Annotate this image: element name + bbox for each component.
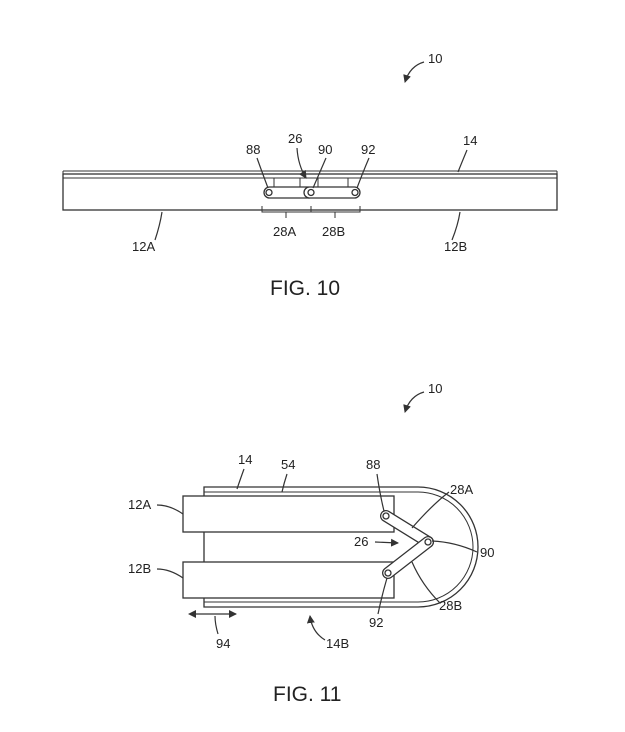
- fig10-label-12a: 12A: [132, 239, 155, 254]
- fig11-label-54: 54: [281, 457, 295, 472]
- fig11-link-28a: [380, 510, 434, 548]
- fig11-label-12b: 12B: [128, 561, 151, 576]
- fig11-caption: FIG. 11: [273, 683, 341, 706]
- fig11-pin-88: [382, 512, 390, 520]
- fig11-label-device: 10: [428, 381, 442, 396]
- fig11-housing-12b: [182, 561, 395, 599]
- fig11-label-90: 90: [480, 545, 494, 560]
- figure-11: 10 14 54 88 28A 26 90 28B: [128, 381, 494, 706]
- fig10-label-device: 10: [428, 51, 442, 66]
- fig10-label-12b: 12B: [444, 239, 467, 254]
- fig11-pin-92: [384, 569, 392, 577]
- fig11-display-inner: [204, 491, 474, 603]
- fig10-caption: FIG. 10: [270, 277, 340, 300]
- fig10-label-28b: 28B: [322, 224, 345, 239]
- fig11-label-92: 92: [369, 615, 383, 630]
- fig11-link-28b: [382, 536, 434, 579]
- fig11-pin-90: [424, 538, 432, 546]
- fig10-pin-92: [351, 188, 359, 197]
- fig11-label-14: 14: [238, 452, 252, 467]
- fig11-housing-12a: [182, 495, 395, 533]
- figure-10: 10 88 26 90 92 14 28A: [62, 51, 558, 300]
- fig11-label-28b: 28B: [439, 598, 462, 613]
- fig11-label-94: 94: [216, 636, 230, 651]
- fig10-label-14: 14: [463, 133, 477, 148]
- fig11-label-26: 26: [354, 534, 368, 549]
- fig10-device-arrow: [403, 61, 425, 83]
- fig10-label-92: 92: [361, 142, 375, 157]
- fig10-label-28a: 28A: [273, 224, 296, 239]
- fig11-label-28a: 28A: [450, 482, 473, 497]
- fig10-label-26: 26: [288, 131, 302, 146]
- fig11-label-12a: 12A: [128, 497, 151, 512]
- fig11-label-14b: 14B: [326, 636, 349, 651]
- fig10-pin-90: [307, 188, 315, 197]
- fig10-pin-88: [265, 188, 273, 197]
- fig10-link-28b: [303, 186, 361, 199]
- fig10-label-88: 88: [246, 142, 260, 157]
- fig11-label-88: 88: [366, 457, 380, 472]
- fig10-label-90: 90: [318, 142, 332, 157]
